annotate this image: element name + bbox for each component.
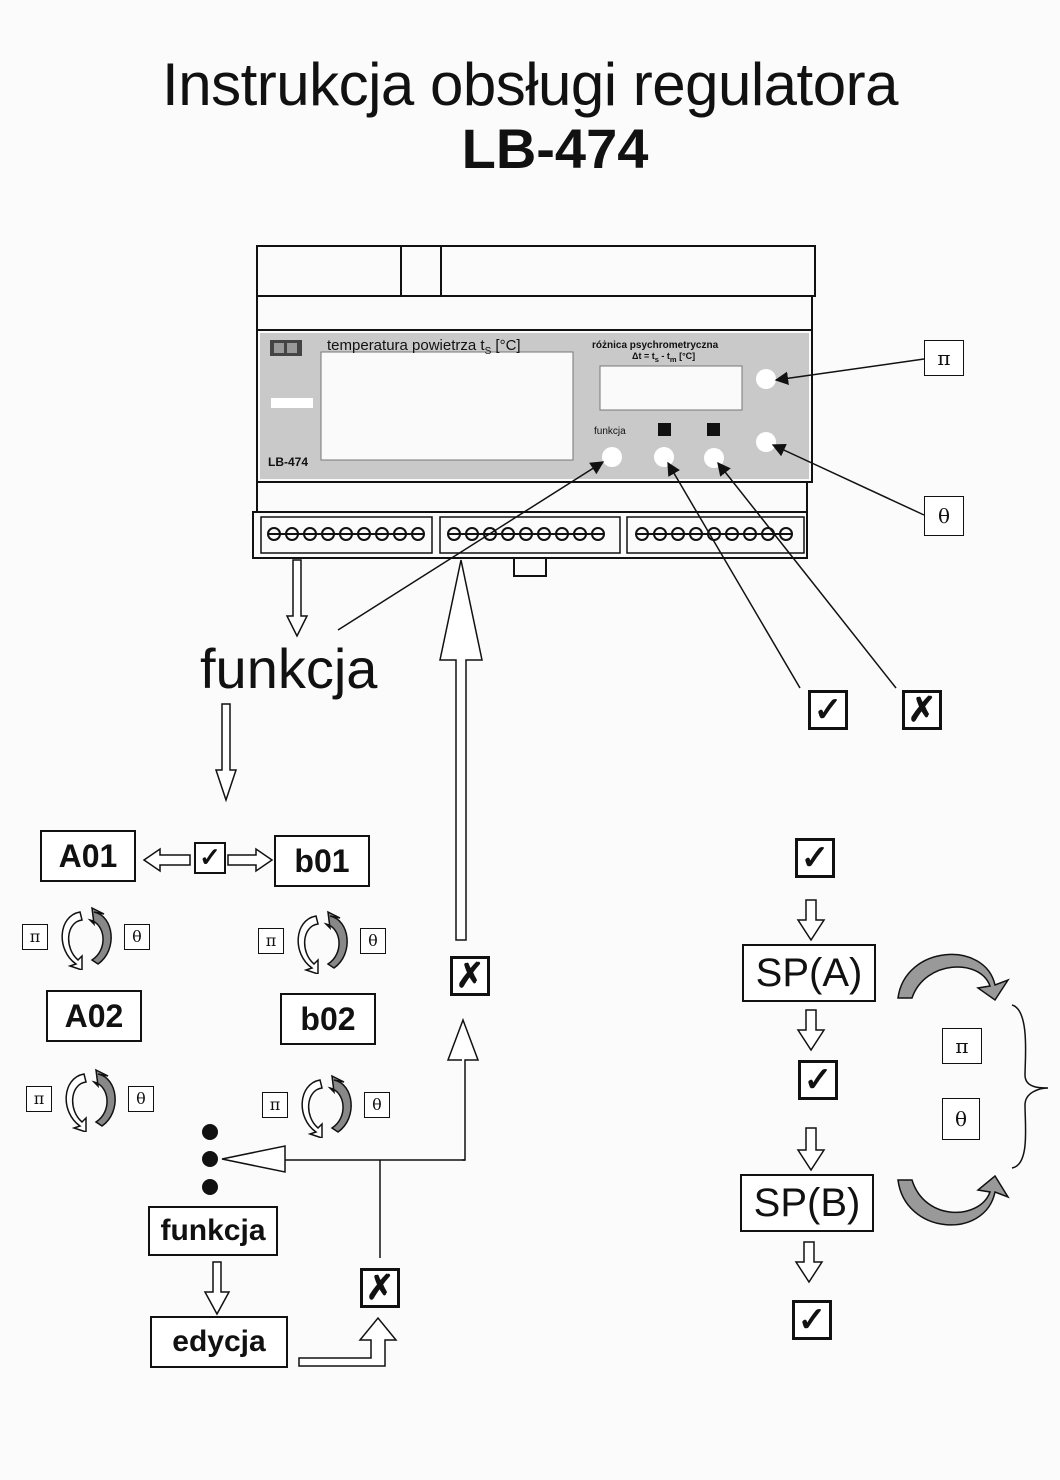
device-label-right-formula: Δt = ts - tm [°C]	[632, 351, 696, 364]
device-label-left: temperatura powietrza tS [°C]	[327, 337, 521, 357]
check-icon: ✓	[795, 838, 835, 878]
pi-symbol: π	[258, 928, 284, 954]
button-cancel	[704, 448, 724, 468]
terminal-screw	[357, 527, 371, 541]
param-a02: A02	[46, 990, 142, 1042]
theta-symbol: θ	[360, 928, 386, 954]
terminal-screw	[635, 527, 649, 541]
terminal-screw	[501, 527, 515, 541]
terminal-screw	[267, 527, 281, 541]
cycle-arrows-icon	[65, 1068, 116, 1132]
terminal-screw	[465, 527, 479, 541]
check-icon: ✓	[798, 1060, 838, 1100]
device-label-right: różnica psychrometryczna	[592, 340, 719, 351]
param-b01: b01	[274, 835, 370, 887]
terminal-screw	[689, 527, 703, 541]
terminal-screw	[653, 527, 667, 541]
pi-button-symbol: π	[924, 340, 964, 376]
display-main	[320, 351, 574, 461]
panel-slot	[271, 398, 313, 408]
terminal-screw	[573, 527, 587, 541]
terminal-screw	[779, 527, 793, 541]
terminal-screw	[285, 527, 299, 541]
cycle-arrows-icon	[61, 906, 112, 970]
device-model-label: LB-474	[268, 455, 309, 469]
edycja-box: edycja	[150, 1316, 288, 1368]
sp-b-curve-arrow	[897, 1174, 1010, 1226]
sp-b-box: SP(B)	[740, 1174, 874, 1232]
cross-icon: ✗	[902, 690, 942, 730]
theta-button-symbol: θ	[924, 496, 964, 536]
terminal-screw	[393, 527, 407, 541]
terminal-screw	[671, 527, 685, 541]
button-ok	[654, 447, 674, 467]
check-icon: ✓	[792, 1300, 832, 1340]
theta-symbol: θ	[942, 1098, 980, 1140]
param-a01: A01	[40, 830, 136, 882]
terminal-screw	[591, 527, 605, 541]
sp-a-box: SP(A)	[742, 944, 876, 1002]
device-housing	[252, 245, 816, 577]
check-icon: ✓	[808, 690, 848, 730]
terminal-screw	[519, 527, 533, 541]
param-b02: b02	[280, 993, 376, 1045]
dot	[202, 1151, 218, 1167]
terminal-blocks	[260, 516, 805, 554]
funkcja-box: funkcja	[148, 1206, 278, 1256]
page-title: Instrukcja obsługi regulatora	[162, 51, 898, 118]
terminal-screw	[447, 527, 461, 541]
terminal-screw	[725, 527, 739, 541]
terminal-screw	[375, 527, 389, 541]
terminal-screw	[339, 527, 353, 541]
brace	[1011, 1004, 1049, 1169]
theta-symbol: θ	[128, 1086, 154, 1112]
funkcja-label: funkcja	[200, 637, 378, 700]
terminal-screw	[411, 527, 425, 541]
display-secondary	[599, 365, 743, 411]
check-icon: ✓	[194, 842, 226, 874]
pi-symbol: π	[262, 1092, 288, 1118]
terminal-screw	[321, 527, 335, 541]
cross-icon: ✗	[450, 956, 490, 996]
device-button-label: funkcja	[594, 426, 626, 437]
pi-symbol: π	[22, 924, 48, 950]
theta-symbol: θ	[124, 924, 150, 950]
button-down	[756, 432, 776, 452]
terminal-screw	[483, 527, 497, 541]
theta-symbol: θ	[364, 1092, 390, 1118]
terminal-screw	[303, 527, 317, 541]
cycle-arrows-icon	[301, 1074, 352, 1138]
button-funkcja	[602, 447, 622, 467]
button-up	[756, 369, 776, 389]
sp-a-curve-arrow	[897, 953, 1010, 1002]
dot	[202, 1179, 218, 1195]
cycle-arrows-icon	[297, 910, 348, 974]
model-title: LB-474	[461, 117, 649, 180]
pi-symbol: π	[942, 1028, 982, 1064]
pi-symbol: π	[26, 1086, 52, 1112]
terminal-screw	[743, 527, 757, 541]
terminal-screw	[555, 527, 569, 541]
cross-icon: ✗	[360, 1268, 400, 1308]
dot	[202, 1124, 218, 1140]
terminal-screw	[537, 527, 551, 541]
